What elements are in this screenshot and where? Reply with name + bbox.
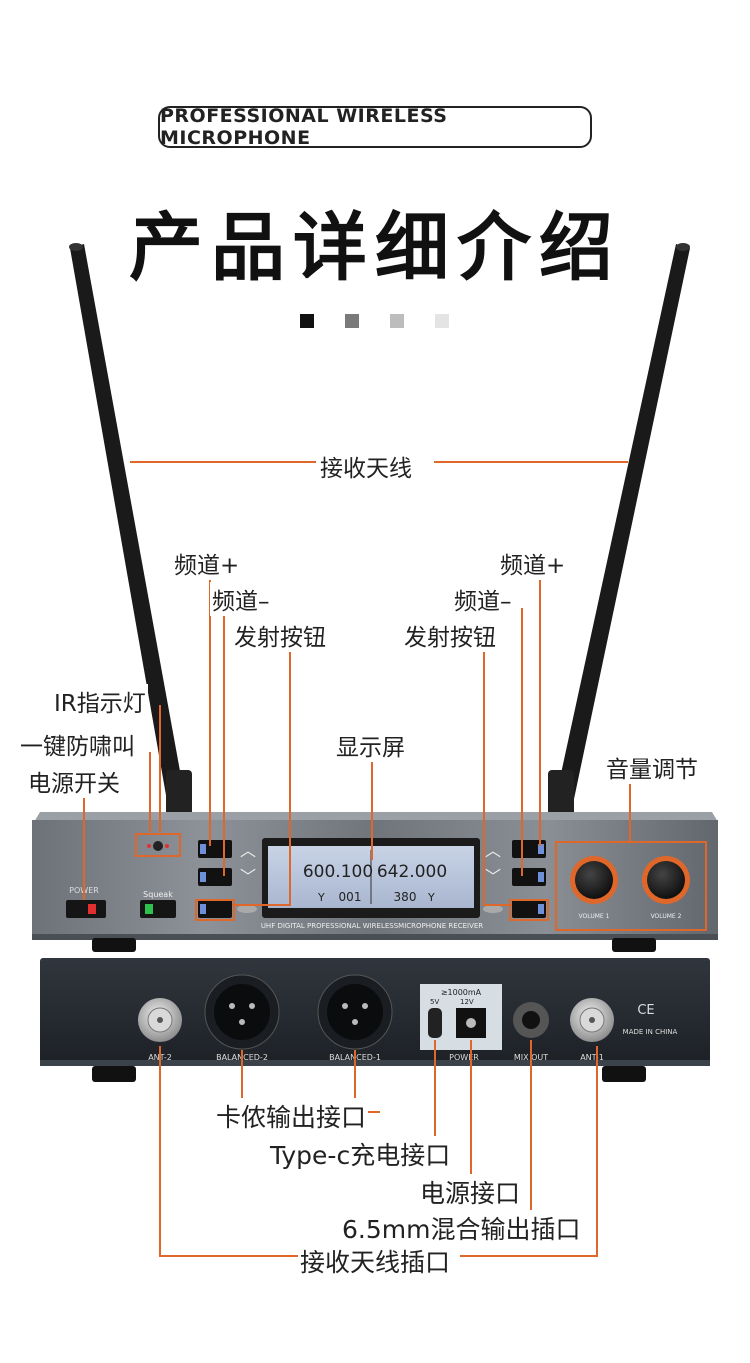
svg-text:﹀: ﹀ (240, 867, 256, 886)
label-ch-up-left: 频道+ (172, 546, 242, 580)
svg-text:Y: Y (427, 891, 435, 904)
receiver-front: POWER Squeak ︿ ﹀ ︿ ﹀ 600.100 (32, 812, 718, 952)
label-xlr-out: 卡侬输出接口 (214, 1098, 369, 1134)
antenna-left (69, 243, 192, 820)
label-mix-out: 6.5mm混合输出插口 (340, 1210, 583, 1246)
svg-text:001: 001 (339, 890, 362, 904)
label-ch-down-right: 频道– (452, 582, 514, 616)
page-title: 产品详细介绍 (129, 205, 621, 291)
svg-text:600.100: 600.100 (303, 862, 373, 882)
label-antenna: 接收天线 (318, 449, 414, 483)
label-volume: 音量调节 (604, 750, 700, 784)
svg-text:CE: CE (637, 1003, 654, 1018)
svg-text:Y: Y (317, 891, 325, 904)
svg-text:≥1000mA: ≥1000mA (441, 988, 482, 997)
header-badge: PROFESSIONAL WIRELESS MICROPHONE (158, 105, 592, 149)
label-transmit-right: 发射按钮 (402, 618, 498, 652)
receiver-back: ANT-2 BALANCED-2 BALANCED-1 ≥1000mA 5V 1… (40, 958, 710, 1082)
label-ch-down-left: 频道– (210, 582, 272, 616)
label-ch-up-right: 频道+ (498, 546, 568, 580)
svg-text:5V: 5V (430, 998, 439, 1006)
label-power-switch: 电源开关 (26, 764, 122, 798)
svg-text:Squeak: Squeak (143, 890, 173, 899)
callout-lines (83, 461, 707, 1257)
antenna-right (548, 243, 690, 820)
label-ir-light: IR指示灯 (52, 684, 148, 718)
svg-text:POWER: POWER (449, 1053, 479, 1062)
svg-text:380: 380 (394, 890, 417, 904)
label-typec: Type-c充电接口 (268, 1136, 453, 1172)
svg-text:12V: 12V (460, 998, 474, 1006)
svg-text:VOLUME 2: VOLUME 2 (651, 913, 682, 920)
dot-3 (390, 314, 404, 328)
label-power-port: 电源接口 (418, 1174, 523, 1210)
svg-text:VOLUME 1: VOLUME 1 (579, 913, 610, 920)
svg-text:MADE IN CHINA: MADE IN CHINA (623, 1028, 678, 1036)
svg-text:﹀: ﹀ (485, 867, 501, 886)
dot-1 (300, 314, 314, 328)
dot-4 (435, 314, 449, 328)
svg-text:642.000: 642.000 (377, 862, 447, 882)
svg-text:︿: ︿ (240, 841, 256, 860)
svg-text:UHF DIGITAL PROFESSIONAL WIREL: UHF DIGITAL PROFESSIONAL WIRELESSMICROPH… (261, 922, 483, 930)
svg-text:ANT-1: ANT-1 (580, 1053, 604, 1062)
dot-2 (345, 314, 359, 328)
svg-text:︿: ︿ (485, 841, 501, 860)
label-transmit-left: 发射按钮 (232, 618, 328, 652)
label-antenna-port: 接收天线插口 (298, 1243, 453, 1279)
label-anti-howl: 一键防啸叫 (18, 727, 137, 761)
label-display: 显示屏 (334, 728, 407, 762)
